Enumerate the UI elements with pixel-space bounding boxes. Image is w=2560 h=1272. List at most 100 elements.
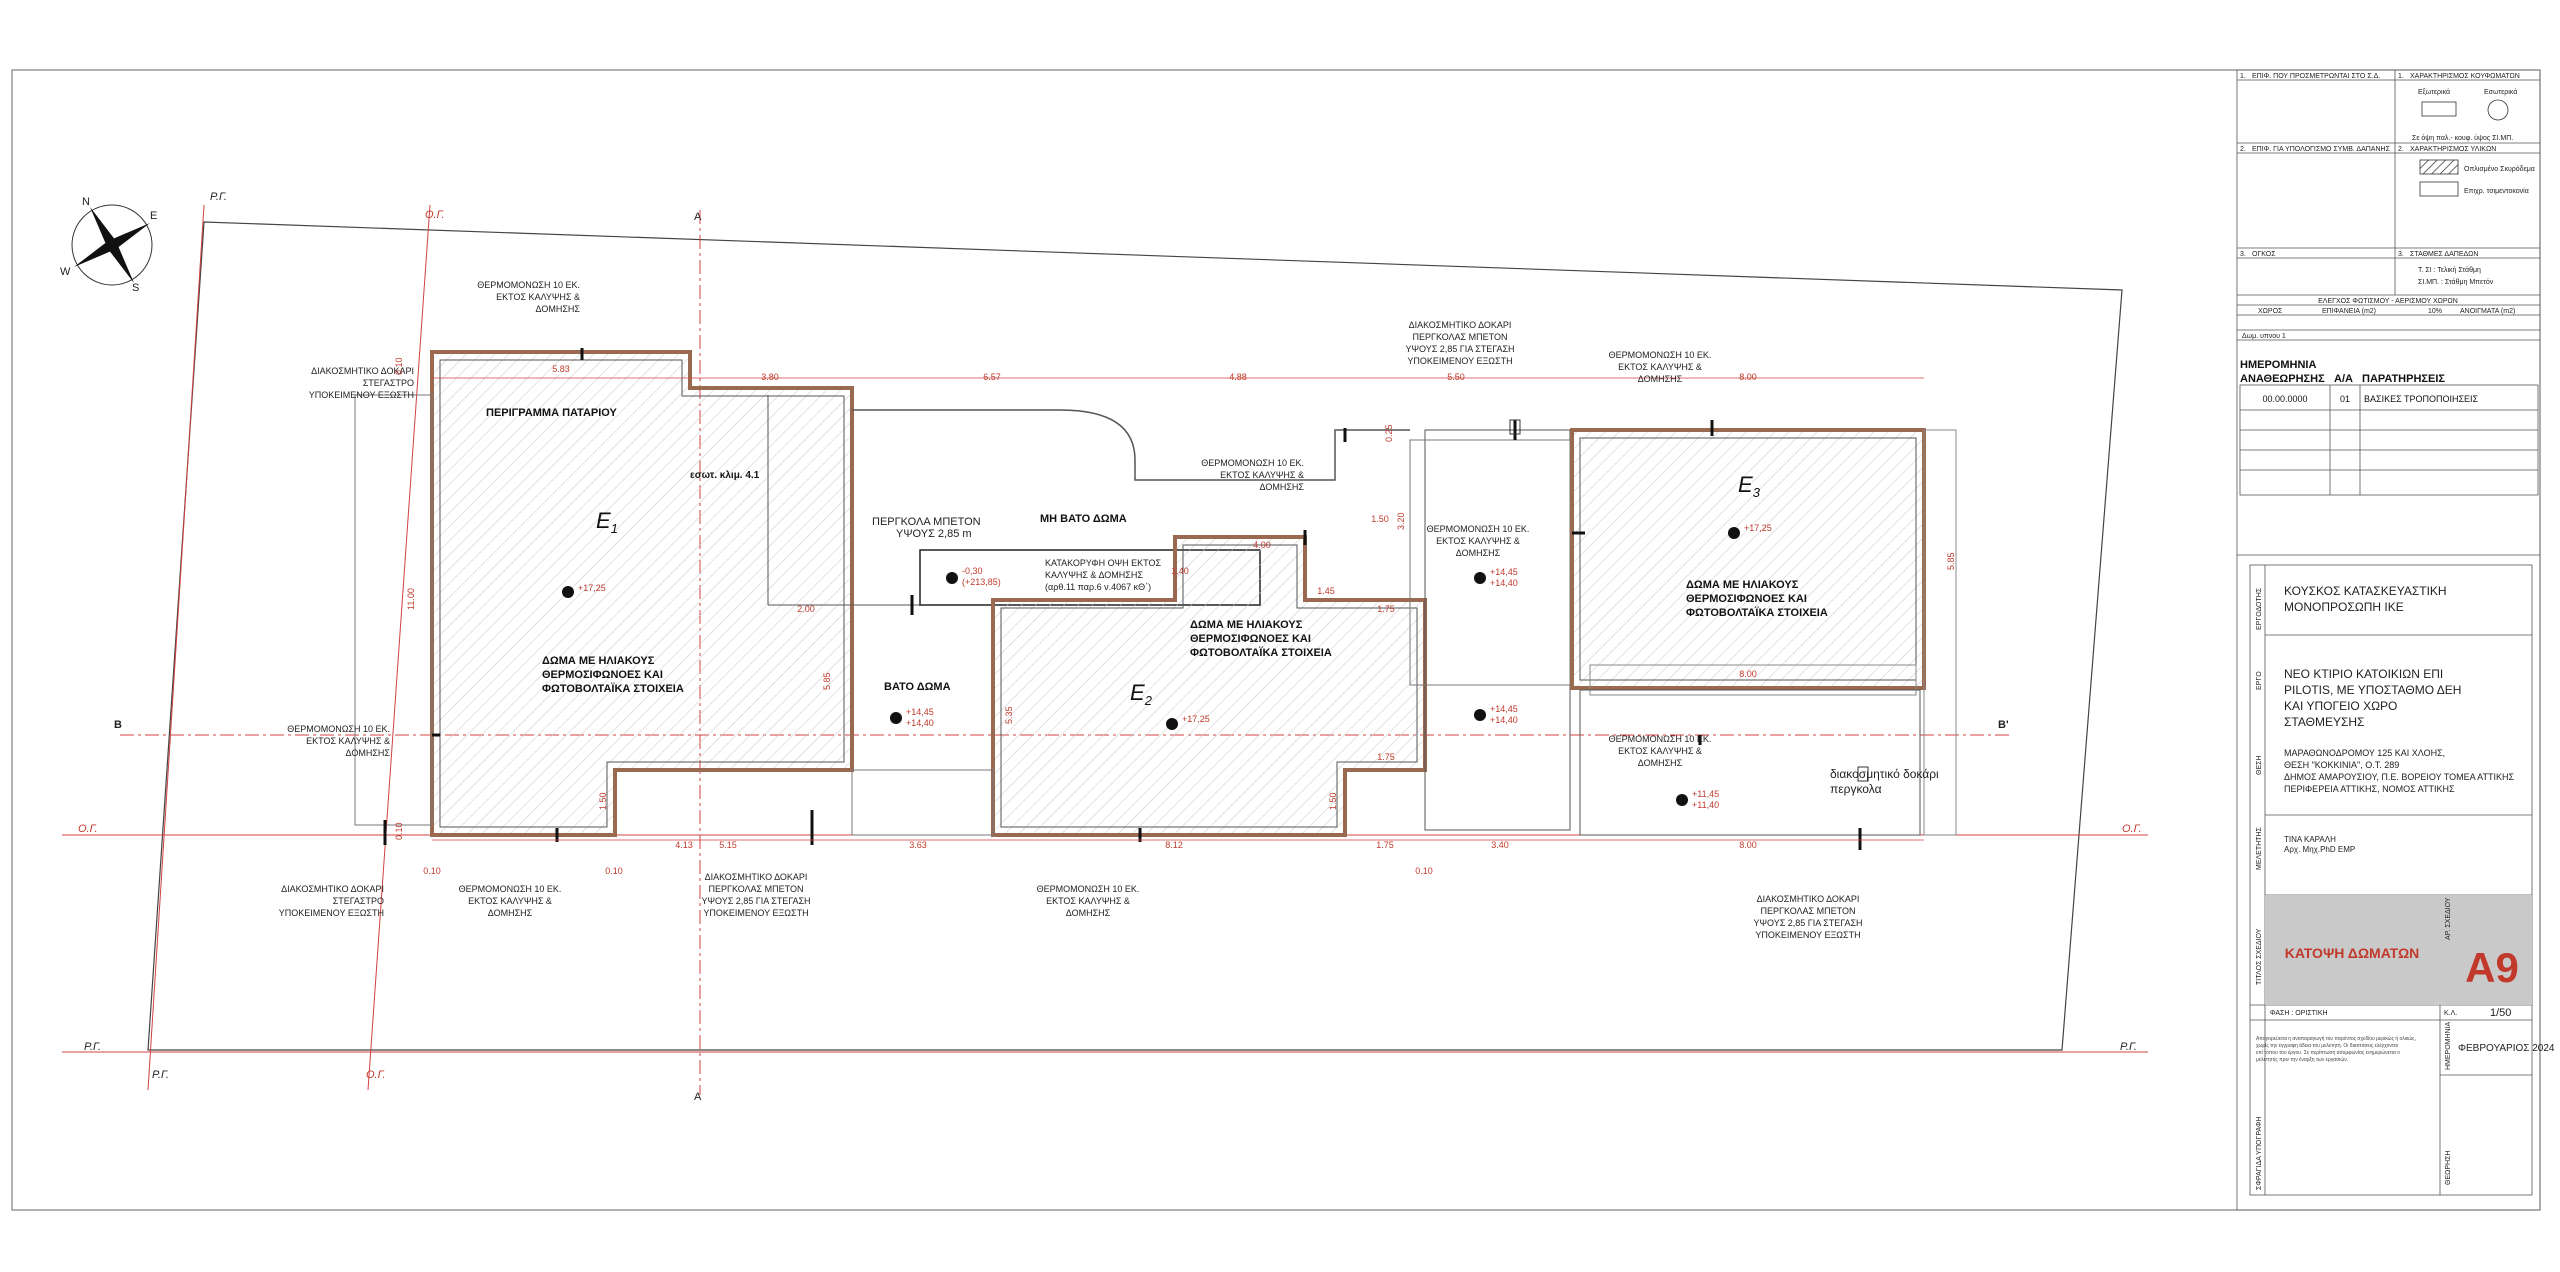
label-rg-left: Ρ.Γ. (84, 1041, 101, 1053)
svg-text:+14,40: +14,40 (1490, 578, 1518, 588)
north-arrow: N E S W (60, 196, 157, 294)
svg-text:ΘΕΡΜΟΜΟΝΩΣΗ 10 ΕΚ.: ΘΕΡΜΟΜΟΝΩΣΗ 10 ΕΚ. (287, 724, 390, 734)
svg-text:6.57: 6.57 (983, 372, 1001, 382)
svg-text:4.88: 4.88 (1229, 372, 1247, 382)
note-vertical-opening: ΚΑΤΑΚΟΡΥΦΗ ΟΨΗ ΕΚΤΟΣ ΚΑΛΥΨΗΣ & ΔΟΜΗΣΗΣ (… (1045, 558, 1161, 592)
svg-text:+14,45: +14,45 (906, 707, 934, 717)
svg-text:ΦΩΤΟΒΟΛΤΑΪΚΑ ΣΤΟΙΧΕΙΑ: ΦΩΤΟΒΟΛΤΑΪΚΑ ΣΤΟΙΧΕΙΑ (1686, 606, 1828, 619)
svg-text:5.85: 5.85 (822, 672, 832, 690)
note-thermo-1: ΘΕΡΜΟΜΟΝΩΣΗ 10 ΕΚ. ΕΚΤΟΣ ΚΑΛΥΨΗΣ & ΔΟΜΗΣ… (477, 280, 580, 314)
svg-text:ΚΟΥΣΚΟΣ ΚΑΤΑΣΚΕΥΑΣΤΙΚΗ: ΚΟΥΣΚΟΣ ΚΑΤΑΣΚΕΥΑΣΤΙΚΗ (2284, 584, 2447, 598)
svg-text:3.40: 3.40 (1491, 840, 1509, 850)
svg-text:1.: 1. (2398, 73, 2404, 80)
svg-text:ΧΑΡΑΚΤΗΡΙΣΜΟΣ ΥΛΙΚΩΝ: ΧΑΡΑΚΤΗΡΙΣΜΟΣ ΥΛΙΚΩΝ (2410, 146, 2496, 153)
label-b-left: Β (114, 719, 122, 731)
svg-text:ΜΑΡΑΘΩΝΟΔΡΟΜΟΥ 125 ΚΑΙ ΧΛΟΗΣ,: ΜΑΡΑΘΩΝΟΔΡΟΜΟΥ 125 ΚΑΙ ΧΛΟΗΣ, (2284, 748, 2445, 758)
svg-text:ΔΗΜΟΣ ΑΜΑΡΟΥΣΙΟΥ, Π.Ε. ΒΟΡΕΙΟΥ: ΔΗΜΟΣ ΑΜΑΡΟΥΣΙΟΥ, Π.Ε. ΒΟΡΕΙΟΥ ΤΟΜΕΑ ΑΤΤ… (2284, 772, 2515, 782)
svg-text:μελετητής πριν την έναρξη των: μελετητής πριν την έναρξη των εργασιών. (2256, 1056, 2348, 1063)
svg-text:ΕΚΤΟΣ ΚΑΛΥΨΗΣ &: ΕΚΤΟΣ ΚΑΛΥΨΗΣ & (1618, 746, 1702, 756)
note-thermo-7: ΘΕΡΜΟΜΟΝΩΣΗ 10 ΕΚ. ΕΚΤΟΣ ΚΑΛΥΨΗΣ & ΔΟΜΗΣ… (1609, 350, 1712, 384)
svg-text:ΕΚΤΟΣ ΚΑΛΥΨΗΣ &: ΕΚΤΟΣ ΚΑΛΥΨΗΣ & (468, 896, 552, 906)
beam-markers (383, 348, 1862, 850)
svg-text:ΥΠΟΚΕΙΜΕΝΟΥ ΕΞΩΣΤΗ: ΥΠΟΚΕΙΜΕΝΟΥ ΕΞΩΣΤΗ (309, 390, 414, 400)
svg-text:ΔΟΜΗΣΗΣ: ΔΟΜΗΣΗΣ (1638, 374, 1683, 384)
svg-text:10%: 10% (2428, 308, 2442, 315)
level-e3: +17,25 (1728, 523, 1772, 539)
svg-text:χωρίς την έγγραφη άδεια του με: χωρίς την έγγραφη άδεια του μελετητή. Οι… (2256, 1042, 2398, 1049)
svg-text:+14,45: +14,45 (1490, 704, 1518, 714)
svg-text:ΦΕΒΡΟΥΑΡΙΟΣ 2024: ΦΕΒΡΟΥΑΡΙΟΣ 2024 (2458, 1043, 2555, 1054)
label-stair: εσωτ. κλιμ. 4.1 (690, 470, 760, 481)
svg-text:ΥΠΟΚΕΙΜΕΝΟΥ ΕΞΩΣΤΗ: ΥΠΟΚΕΙΜΕΝΟΥ ΕΞΩΣΤΗ (1407, 356, 1512, 366)
svg-text:8.12: 8.12 (1165, 840, 1183, 850)
svg-text:ΘΕΡΜΟΜΟΝΩΣΗ 10 ΕΚ.: ΘΕΡΜΟΜΟΝΩΣΗ 10 ΕΚ. (1037, 884, 1140, 894)
window-ext-icon (2421, 101, 2457, 117)
svg-text:ΕΠΙΦΑΝΕΙΑ (m2): ΕΠΙΦΑΝΕΙΑ (m2) (2322, 308, 2376, 315)
svg-text:ΦΩΤΟΒΟΛΤΑΪΚΑ ΣΤΟΙΧΕΙΑ: ΦΩΤΟΒΟΛΤΑΪΚΑ ΣΤΟΙΧΕΙΑ (542, 682, 684, 695)
label-a-bottom: Α (694, 1091, 702, 1103)
note-thermo-5: ΘΕΡΜΟΜΟΝΩΣΗ 10 ΕΚ. ΕΚΤΟΣ ΚΑΛΥΨΗΣ & ΔΟΜΗΣ… (1201, 458, 1304, 492)
dimensions-vertical: 11.00 5.85 5.35 1.50 1.50 5.85 0.25 3.20… (394, 357, 1956, 840)
note-deco-1: ΔΙΑΚΟΣΜΗΤΙΚΟ ΔΟΚΑΡΙ ΣΤΕΓΑΣΤΡΟ ΥΠΟΚΕΙΜΕΝΟ… (309, 366, 414, 400)
svg-text:1.40: 1.40 (1171, 566, 1189, 576)
svg-text:ΣΤΑΘΜΕΥΣΗΣ: ΣΤΑΘΜΕΥΣΗΣ (2284, 715, 2364, 729)
svg-text:Δωμ. υπνου 1: Δωμ. υπνου 1 (2242, 333, 2286, 340)
svg-text:ΘΕΡΜΟΣΙΦΩΝΟΕΣ ΚΑΙ: ΘΕΡΜΟΣΙΦΩΝΟΕΣ ΚΑΙ (1686, 593, 1807, 605)
drawing-title: ΚΑΤΟΨΗ ΔΩΜΑΤΩΝ (2285, 945, 2420, 961)
svg-text:ΜΕΛΕΤΗΤΗΣ: ΜΕΛΕΤΗΤΗΣ (2256, 826, 2263, 870)
label-mezzanine: ΠΕΡΙΓΡΑΜΜΑ ΠΑΤΑΡΙΟΥ (486, 407, 618, 419)
note-thermo-3: ΘΕΡΜΟΜΟΝΩΣΗ 10 ΕΚ. ΕΚΤΟΣ ΚΑΛΥΨΗΣ & ΔΟΜΗΣ… (459, 884, 562, 918)
svg-text:ΕΡΓΟΔΟΤΗΣ: ΕΡΓΟΔΟΤΗΣ (2256, 587, 2263, 630)
zone-e3: E3 (1738, 472, 1761, 500)
note-thermo-6: ΘΕΡΜΟΜΟΝΩΣΗ 10 ΕΚ. ΕΚΤΟΣ ΚΑΛΥΨΗΣ & ΔΟΜΗΣ… (1427, 524, 1530, 558)
svg-text:3.: 3. (2240, 251, 2246, 258)
svg-text:Απαγορεύεται η αναπαραγωγή του: Απαγορεύεται η αναπαραγωγή του παρόντος … (2256, 1035, 2416, 1042)
label-rg-right: Ρ.Γ. (2120, 1041, 2137, 1053)
sheet-number: Α9 (2465, 944, 2519, 991)
svg-text:Αρχ. Μηχ.PhD EMP: Αρχ. Μηχ.PhD EMP (2284, 845, 2355, 854)
svg-text:1.75: 1.75 (1376, 840, 1394, 850)
svg-text:ΥΠΟΚΕΙΜΕΝΟΥ ΕΞΩΣΤΗ: ΥΠΟΚΕΙΜΕΝΟΥ ΕΞΩΣΤΗ (1755, 930, 1860, 940)
svg-text:Εξωτερικά: Εξωτερικά (2418, 88, 2450, 96)
svg-text:+14,40: +14,40 (1490, 715, 1518, 725)
zone-e2: E2 (1130, 680, 1153, 708)
svg-text:ΣΤΑΘΜΕΣ ΔΑΠΕΔΩΝ: ΣΤΑΘΜΕΣ ΔΑΠΕΔΩΝ (2410, 251, 2478, 258)
svg-text:ΔΟΜΗΣΗΣ: ΔΟΜΗΣΗΣ (488, 908, 533, 918)
svg-text:επί τόπου του έργου. Σε περίπτ: επί τόπου του έργου. Σε περίπτωση ασυμφω… (2256, 1049, 2400, 1056)
svg-text:2.: 2. (2398, 146, 2404, 153)
svg-text:ΑΝΑΘΕΩΡΗΣΗΣ: ΑΝΑΘΕΩΡΗΣΗΣ (2240, 373, 2325, 385)
svg-text:ΧΑΡΑΚΤΗΡΙΣΜΟΣ ΚΟΥΦΩΜΑΤΩΝ: ΧΑΡΑΚΤΗΡΙΣΜΟΣ ΚΟΥΦΩΜΑΤΩΝ (2410, 73, 2520, 80)
svg-text:11.00: 11.00 (406, 588, 416, 610)
svg-text:Εσωτερικά: Εσωτερικά (2484, 88, 2517, 96)
level-mid-2: +14,45 +14,40 (1474, 704, 1518, 725)
label-og-top: Ο.Γ. (425, 209, 445, 221)
svg-text:0.10: 0.10 (605, 866, 623, 876)
svg-text:1.75: 1.75 (1377, 752, 1395, 762)
svg-text:1.: 1. (2240, 73, 2246, 80)
svg-text:ΔΟΜΗΣΗΣ: ΔΟΜΗΣΗΣ (1260, 482, 1305, 492)
label-rg-bottom: Ρ.Γ. (152, 1069, 169, 1081)
svg-text:ΝΕΟ ΚΤΙΡΙΟ ΚΑΤΟΙΚΙΩΝ ΕΠΙ: ΝΕΟ ΚΤΙΡΙΟ ΚΑΤΟΙΚΙΩΝ ΕΠΙ (2284, 667, 2443, 681)
svg-text:ΠΕΡΓΚΟΛΑΣ ΜΠΕΤΟΝ: ΠΕΡΓΚΟΛΑΣ ΜΠΕΤΟΝ (1413, 332, 1508, 342)
svg-text:5.15: 5.15 (719, 840, 737, 850)
note-deco-4: ΔΙΑΚΟΣΜΗΤΙΚΟ ΔΟΚΑΡΙ ΠΕΡΓΚΟΛΑΣ ΜΠΕΤΟΝ ΥΨΟ… (1405, 320, 1514, 366)
svg-text:ΣΙ.ΜΠ. : Στάθμη Μπετόν: ΣΙ.ΜΠ. : Στάθμη Μπετόν (2418, 278, 2494, 286)
svg-text:8.00: 8.00 (1739, 840, 1757, 850)
svg-text:ΕΡΓΟ: ΕΡΓΟ (2256, 671, 2263, 690)
svg-text:+14,40: +14,40 (906, 718, 934, 728)
svg-text:ΟΓΚΟΣ: ΟΓΚΟΣ (2252, 251, 2276, 258)
svg-text:1/50: 1/50 (2490, 1007, 2511, 1019)
svg-text:ΘΕΩΡΗΣΗ: ΘΕΩΡΗΣΗ (2445, 1151, 2452, 1185)
svg-text:00.00.0000: 00.00.0000 (2262, 394, 2307, 404)
note-pergola: ΠΕΡΓΚΟΛΑ ΜΠΕΤΟΝ ΥΨΟΥΣ 2,85 m (872, 516, 981, 540)
svg-text:ΣΤΕΓΑΣΤΡΟ: ΣΤΕΓΑΣΤΡΟ (333, 896, 384, 906)
svg-text:5.35: 5.35 (1004, 706, 1014, 724)
svg-text:ΔΙΑΚΟΣΜΗΤΙΚΟ ΔΟΚΑΡΙ: ΔΙΑΚΟΣΜΗΤΙΚΟ ΔΟΚΑΡΙ (705, 872, 808, 882)
level-opening: -0,30 (+213,85) (946, 566, 1001, 587)
svg-text:0.10: 0.10 (423, 866, 441, 876)
svg-text:ΔΙΑΚΟΣΜΗΤΙΚΟ ΔΟΚΑΡΙ: ΔΙΑΚΟΣΜΗΤΙΚΟ ΔΟΚΑΡΙ (1757, 894, 1860, 904)
svg-text:ΣΦΡΑΓΙΔΑ ΥΠΟΓΡΑΦΗ: ΣΦΡΑΓΙΔΑ ΥΠΟΓΡΑΦΗ (2256, 1116, 2263, 1190)
compass-e: E (150, 210, 157, 222)
zone-e1: E1 (596, 508, 618, 536)
compass-s: S (132, 282, 139, 294)
